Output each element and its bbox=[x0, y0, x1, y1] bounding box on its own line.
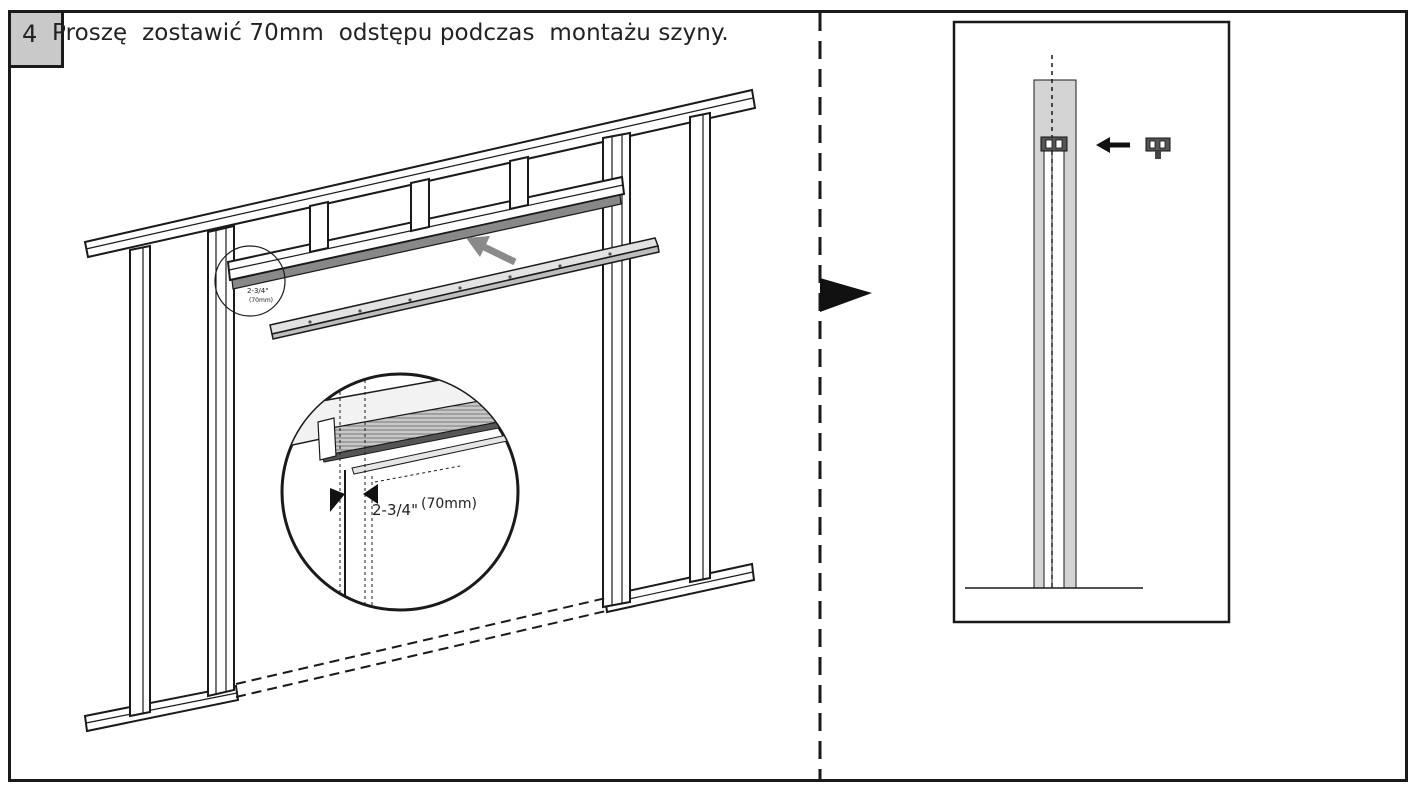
small-dimension-metric: (70mm) bbox=[249, 297, 273, 304]
right-outer-stud bbox=[689, 111, 711, 584]
cripple-stud-2 bbox=[410, 177, 430, 233]
loose-roller-icon bbox=[1145, 137, 1171, 159]
floor-line-1 bbox=[235, 597, 607, 685]
cripple-stud-3 bbox=[509, 155, 529, 211]
step-number-box bbox=[8, 10, 64, 68]
zoom-detail: 2-3/4" (70mm) bbox=[280, 372, 520, 612]
step-instruction: Proszę zostawić 70mm odstępu podczas mon… bbox=[52, 20, 729, 46]
install-direction-arrow-icon bbox=[466, 236, 517, 266]
insert-direction-arrow-icon bbox=[1096, 137, 1130, 153]
dimension-metric: (70mm) bbox=[421, 496, 477, 512]
installed-roller-icon bbox=[1040, 136, 1068, 152]
dimension-arrow-left-icon bbox=[330, 488, 345, 512]
cripple-stud-1 bbox=[309, 200, 329, 254]
small-dimension-label: 2-3/4" bbox=[247, 287, 268, 295]
floor-line-2 bbox=[235, 610, 607, 698]
left-outer-stud bbox=[129, 244, 151, 718]
loose-rail bbox=[269, 237, 660, 340]
next-step-arrow-icon bbox=[820, 278, 872, 312]
side-view-panel bbox=[952, 20, 1231, 624]
dimension-arrow-right-icon bbox=[363, 484, 378, 504]
left-jack-stud bbox=[207, 224, 235, 698]
detail-callout-circle: 2-3/4" (70mm) bbox=[214, 245, 286, 317]
mounted-track bbox=[231, 194, 622, 290]
dimension-label: 2-3/4" bbox=[372, 501, 418, 519]
step-number: 4 bbox=[22, 20, 38, 48]
